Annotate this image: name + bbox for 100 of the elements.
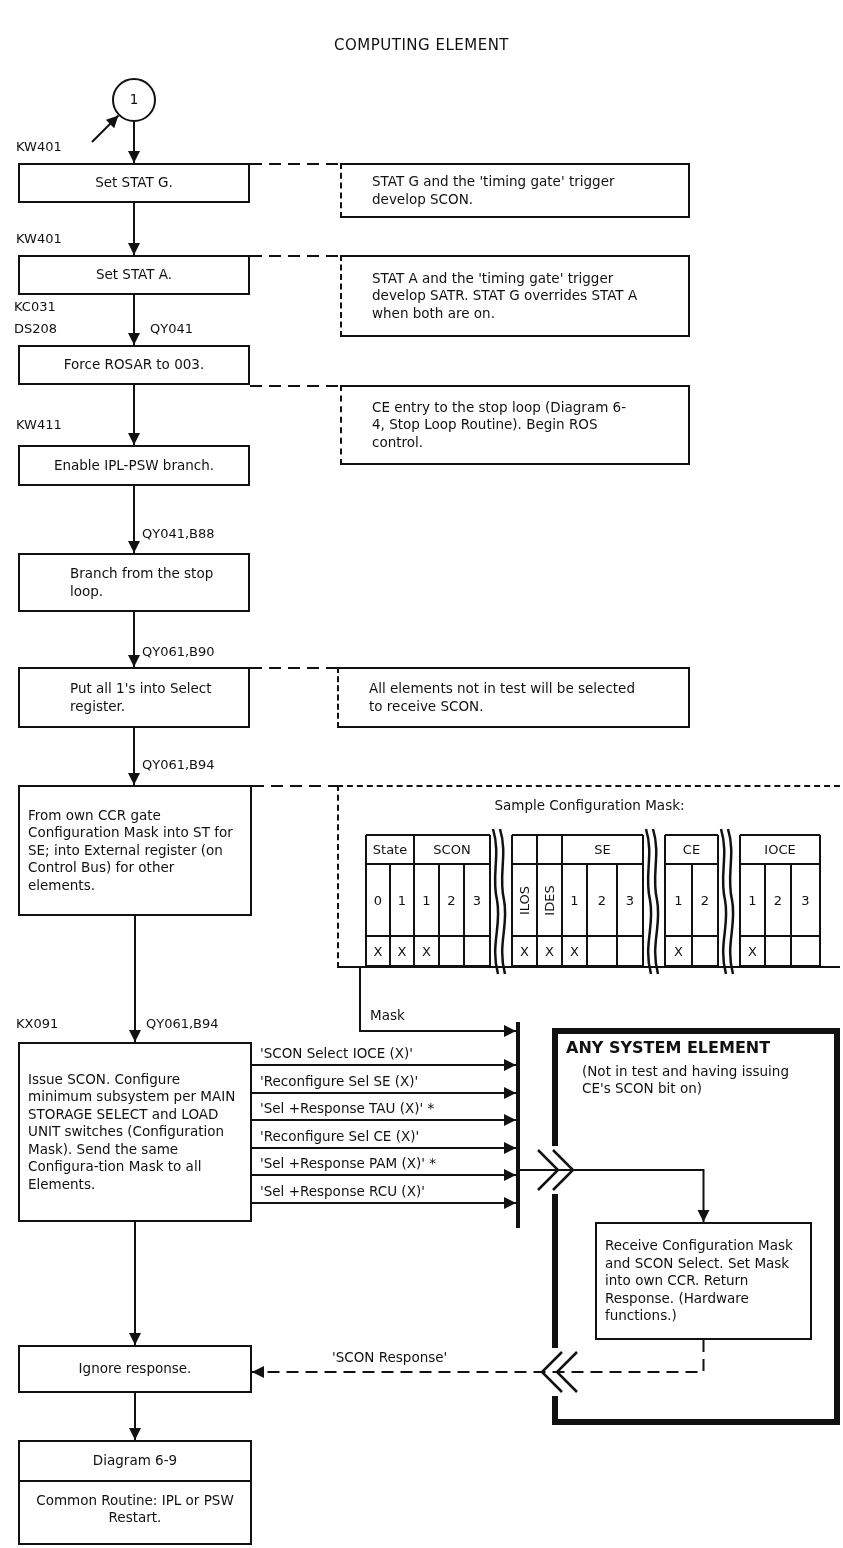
note-box	[340, 255, 690, 337]
signal-name: DS208	[14, 322, 58, 335]
box-text: CE entry to the stop loop (Diagram 6-4, Stop Loop Routine). Begin ROS control.	[372, 398, 628, 452]
arrow	[251, 1197, 517, 1209]
bus-bar	[516, 1022, 520, 1228]
arrow	[128, 294, 140, 346]
arrow	[359, 967, 517, 1037]
arrow	[519, 1169, 710, 1223]
bit-number: 3	[801, 893, 810, 907]
signal-name: QY041,B88	[142, 527, 215, 540]
column-header: CE	[682, 843, 701, 856]
box-text: STAT A and the 'timing gate' trigger develop SATR. STAT G overrides STAT A when both are on.	[372, 269, 638, 323]
bit-number: 1	[397, 893, 407, 907]
arrow	[128, 727, 140, 786]
bit-number: 0	[373, 893, 383, 907]
box-text: Ignore response.	[77, 1360, 193, 1378]
system-element-frame	[552, 1028, 840, 1425]
signal-name: KW401	[16, 140, 62, 153]
reference-title: Diagram 6-9	[20, 1442, 250, 1482]
diagram-title: COMPUTING ELEMENT	[332, 38, 511, 53]
edge-label: 'Sel +Response RCU (X)'	[258, 1184, 427, 1200]
edge-label: 'Sel +Response PAM (X)' *	[258, 1156, 439, 1172]
arrow	[251, 1087, 517, 1099]
column-header: SE	[594, 843, 611, 856]
connector-number: 1	[129, 91, 139, 109]
signal-name: QY041	[150, 322, 193, 335]
signal-name: KW401	[16, 232, 62, 245]
arrow	[251, 1169, 517, 1181]
bit-number: 1	[422, 893, 431, 907]
dashed-connector	[251, 1339, 705, 1378]
column-header: State	[372, 843, 408, 856]
column-header: IOCE	[764, 843, 796, 856]
signal-name: KC031	[14, 300, 56, 313]
box-text: Issue SCON. Configure minimum subsystem per MAIN STORAGE SELECT and LOAD UNIT switches (Configuration Mask). Send the same Configura-tion Mask to all Elements.	[28, 1070, 237, 1194]
box-text: (Not in test and having issuing CE's SCON bit on)	[581, 1061, 790, 1098]
process-box	[595, 1222, 812, 1340]
box-text: Receive Configuration Mask and SCON Select. Set Mask into own CCR. Return Response. (Hardware functions.)	[605, 1237, 794, 1325]
bit-number: 2	[597, 893, 607, 907]
arrow	[129, 915, 141, 1043]
note-panel	[337, 785, 840, 968]
box-text: Set STAT A.	[94, 266, 174, 284]
process-box	[18, 1042, 252, 1222]
dashed-connector	[249, 255, 341, 257]
note-box	[340, 163, 690, 218]
bit-number: 1	[748, 893, 757, 907]
bit-mark: X	[545, 944, 554, 958]
column-header: SCON	[433, 843, 471, 856]
box-text: All elements not in test will be selected to receive SCON.	[369, 679, 636, 716]
dashed-connector	[249, 163, 341, 165]
arrow	[128, 485, 140, 554]
note-box	[340, 385, 690, 465]
arrow	[251, 1114, 517, 1126]
bit-number: ILOS	[518, 885, 531, 915]
edge-label: 'SCON Select IOCE (X)'	[258, 1046, 415, 1062]
bit-mark: X	[674, 944, 683, 958]
arrow	[91, 114, 120, 143]
arrow	[128, 121, 140, 164]
bit-number: 3	[472, 893, 482, 907]
arrow	[129, 1221, 141, 1346]
connector-circle	[112, 78, 156, 122]
signal-name: QY061,B90	[142, 645, 215, 658]
arrow	[251, 1142, 517, 1154]
arrow	[128, 611, 140, 668]
box-text: Put all 1's into Select register.	[70, 679, 213, 716]
reference-box	[18, 1440, 252, 1545]
bit-mark: X	[520, 944, 529, 958]
signal-name: QY061,B94	[142, 758, 215, 771]
bit-mark: X	[570, 944, 579, 958]
process-box	[18, 163, 250, 203]
panel-heading: Sample Configuration Mask:	[494, 797, 685, 815]
arrow	[251, 1059, 517, 1071]
process-box	[18, 255, 250, 295]
bit-number: 1	[570, 893, 579, 907]
edge-label: 'Sel +Response TAU (X)' *	[258, 1101, 437, 1117]
process-box	[18, 553, 250, 612]
dashed-connector	[251, 785, 338, 787]
bit-number: 2	[773, 893, 783, 907]
bit-number: 2	[700, 893, 710, 907]
arrow	[128, 384, 140, 446]
arrow	[128, 202, 140, 256]
bit-mark: X	[397, 944, 407, 958]
dashed-connector	[249, 667, 338, 669]
box-text: Branch from the stop loop.	[70, 564, 215, 601]
process-box	[18, 445, 250, 486]
process-box	[18, 785, 252, 916]
signal-name: QY061,B94	[146, 1017, 219, 1030]
bit-number: 3	[625, 893, 635, 907]
box-text: From own CCR gate Configuration Mask into ST for SE; into External register (on Control Bus) for other elements.	[28, 806, 234, 895]
process-box	[18, 1345, 252, 1393]
bit-mark: X	[748, 944, 757, 958]
process-box	[18, 345, 250, 385]
box-text: STAT G and the 'timing gate' trigger develop SCON.	[372, 172, 616, 209]
box-text: Force ROSAR to 003.	[62, 356, 206, 374]
dashed-connector	[249, 385, 341, 387]
arrow	[129, 1392, 141, 1441]
bit-number: 1	[674, 893, 683, 907]
signal-name: KX091	[16, 1017, 59, 1030]
box-text: Common Routine: IPL or PSW Restart.	[35, 1490, 235, 1527]
bit-mark: X	[373, 944, 383, 958]
signal-name: KW411	[16, 418, 62, 431]
